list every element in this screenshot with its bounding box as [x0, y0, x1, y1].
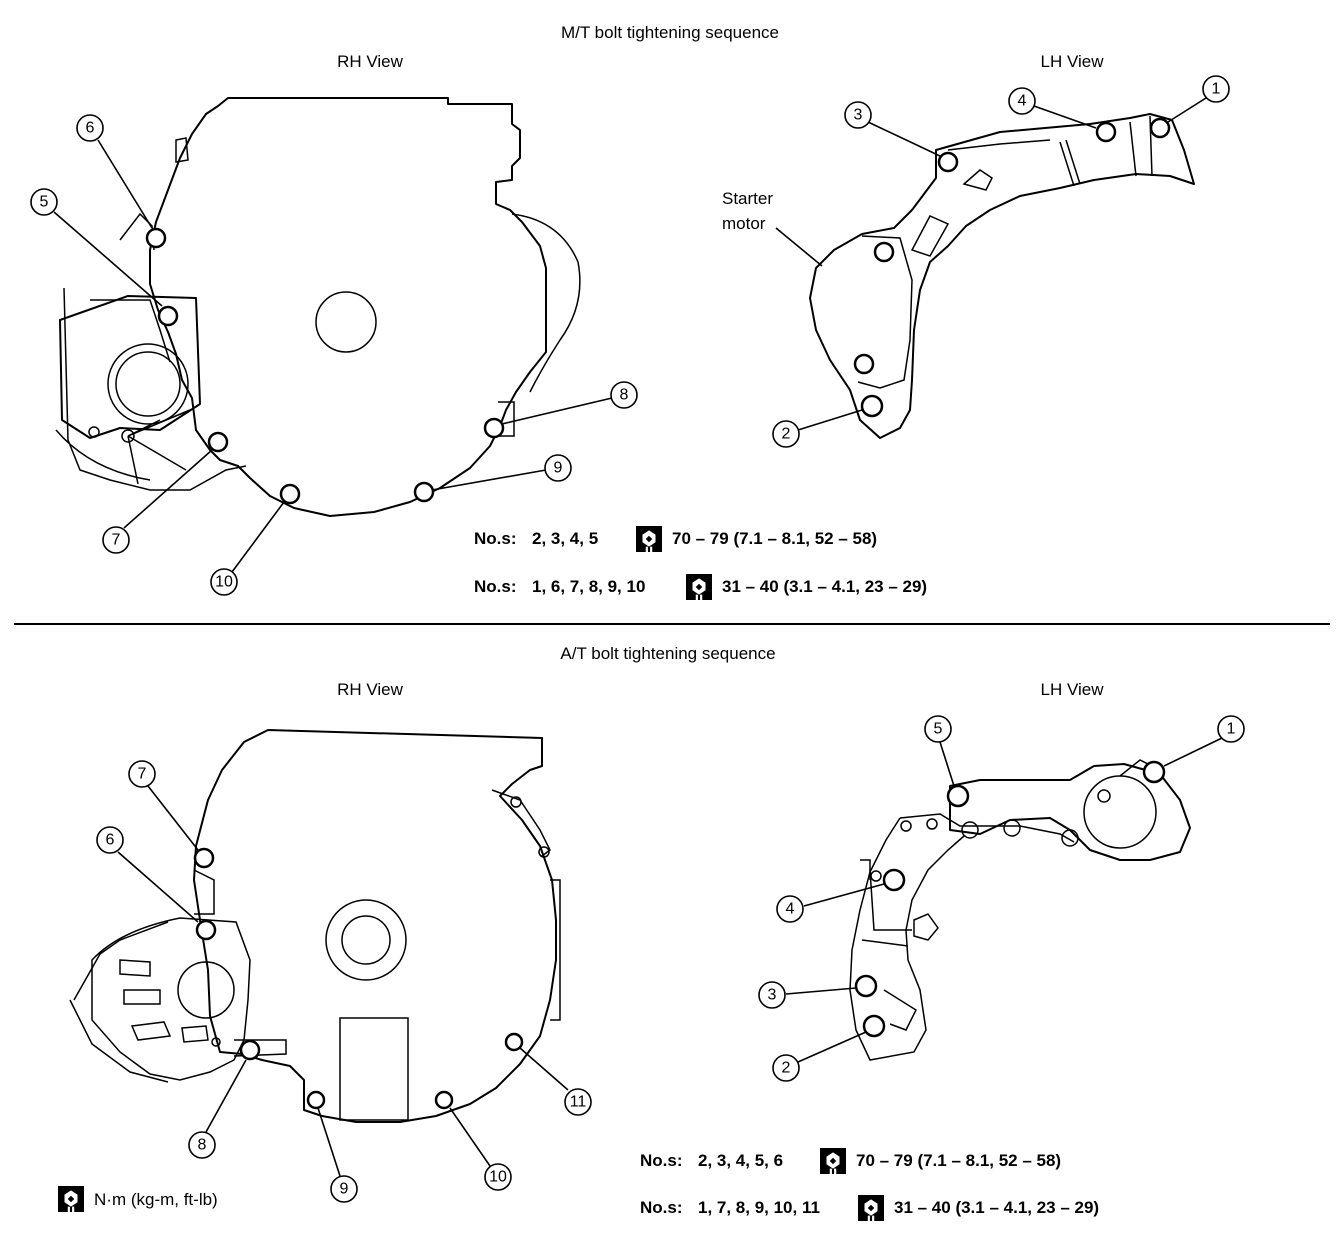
bolt [434, 1090, 454, 1110]
mt-lh-starter-drawing [809, 113, 1195, 439]
torque-row-bolt-numbers: 1, 6, 7, 8, 9, 10 [532, 577, 645, 596]
at-lh-transmission-drawing [849, 759, 1191, 1061]
unit-legend-text: N·m (kg-m, ft-lb) [94, 1190, 218, 1209]
torque-row-prefix: No.s: [474, 577, 517, 596]
callout-label: 7 [138, 766, 147, 783]
callout-label: 6 [86, 120, 95, 137]
callout-label: 9 [340, 1181, 349, 1198]
mt-lh-view-label: LH View [1041, 52, 1105, 71]
unit-legend: N·m (kg-m, ft-lb) [58, 1186, 218, 1212]
at-rh-bolts [193, 847, 524, 1110]
torque-row-prefix: No.s: [474, 529, 517, 548]
at-title: A/T bolt tightening sequence [560, 644, 775, 663]
callout-label: 5 [934, 721, 943, 738]
torque-row-prefix: No.s: [640, 1151, 683, 1170]
bolt [483, 417, 505, 439]
bolt [937, 151, 959, 173]
bolt [860, 394, 884, 418]
mt-lh-bolts [853, 117, 1171, 418]
callout-label: 7 [112, 532, 121, 549]
bolt [873, 241, 895, 263]
torque-wrench-icon [636, 526, 662, 552]
callout-label: 2 [782, 426, 791, 443]
callout-label: 2 [782, 1060, 791, 1077]
bolt [413, 481, 435, 503]
torque-wrench-icon [820, 1148, 846, 1174]
bolt [195, 919, 217, 941]
bolt [207, 431, 229, 453]
bolt [882, 868, 906, 892]
torque-row-value: 70 – 79 (7.1 – 8.1, 52 – 58) [856, 1151, 1061, 1170]
bolt [1095, 121, 1117, 143]
callout-label: 10 [215, 574, 233, 591]
callout-label: 5 [40, 194, 49, 211]
callout-label: 3 [854, 107, 863, 124]
callout-label: 11 [570, 1094, 587, 1111]
torque-row-bolt-numbers: 1, 7, 8, 9, 10, 11 [698, 1198, 820, 1217]
bolt [145, 227, 167, 249]
mt-rh-view-label: RH View [337, 52, 404, 71]
bolt [1142, 760, 1166, 784]
at-rh-view-label: RH View [337, 680, 404, 699]
torque-wrench-icon [58, 1186, 84, 1212]
bolt [862, 1014, 886, 1038]
starter-motor-label-line2: motor [722, 214, 766, 233]
torque-row-bolt-numbers: 2, 3, 4, 5 [532, 529, 598, 548]
callout-label: 3 [768, 987, 777, 1004]
callout-label: 8 [198, 1137, 207, 1154]
at-lh-callouts: 1 2 3 4 5 [758, 715, 1245, 1082]
callout-label: 1 [1227, 721, 1236, 738]
bolt [854, 974, 878, 998]
callout-label: 6 [106, 832, 115, 849]
bolt [306, 1090, 326, 1110]
torque-row-value: 31 – 40 (3.1 – 4.1, 23 – 29) [722, 577, 927, 596]
mt-rh-transmission-drawing [55, 97, 581, 517]
bolt [1149, 117, 1171, 139]
torque-row-bolt-numbers: 2, 3, 4, 5, 6 [698, 1151, 783, 1170]
bolt [239, 1039, 261, 1061]
torque-wrench-icon [858, 1195, 884, 1221]
at-lh-view-label: LH View [1041, 680, 1105, 699]
bolt [279, 483, 301, 505]
at-rh-callouts: 6 7 8 9 10 11 [96, 760, 592, 1203]
mt-lh-callouts: 1 2 3 4 Starter motor [722, 75, 1230, 448]
callout-label: 4 [1018, 93, 1027, 110]
torque-row-prefix: No.s: [640, 1198, 683, 1217]
callout-label: 1 [1212, 81, 1221, 98]
starter-motor-label-line1: Starter [722, 189, 773, 208]
at-rh-transmission-drawing [69, 729, 561, 1123]
bolt [946, 784, 970, 808]
mt-title: M/T bolt tightening sequence [561, 23, 779, 42]
callout-label: 8 [620, 387, 629, 404]
at-torque-table: No.s: 2, 3, 4, 5, 6 70 – 79 (7.1 – 8.1, … [640, 1148, 1099, 1221]
torque-row-value: 70 – 79 (7.1 – 8.1, 52 – 58) [672, 529, 877, 548]
mt-rh-bolts [145, 227, 505, 505]
at-lh-bolts [854, 760, 1166, 1038]
mt-rh-callouts: 5 6 7 8 9 10 [30, 114, 638, 596]
bolt [504, 1032, 524, 1052]
torque-wrench-icon [686, 574, 712, 600]
torque-row-value: 31 – 40 (3.1 – 4.1, 23 – 29) [894, 1198, 1099, 1217]
callout-label: 9 [554, 460, 563, 477]
bolt [157, 305, 179, 327]
bolt [853, 353, 875, 375]
mt-torque-table: No.s: 2, 3, 4, 5 70 – 79 (7.1 – 8.1, 52 … [474, 526, 927, 600]
bolt [193, 847, 215, 869]
callout-label: 4 [786, 901, 795, 918]
callout-label: 10 [489, 1169, 507, 1186]
